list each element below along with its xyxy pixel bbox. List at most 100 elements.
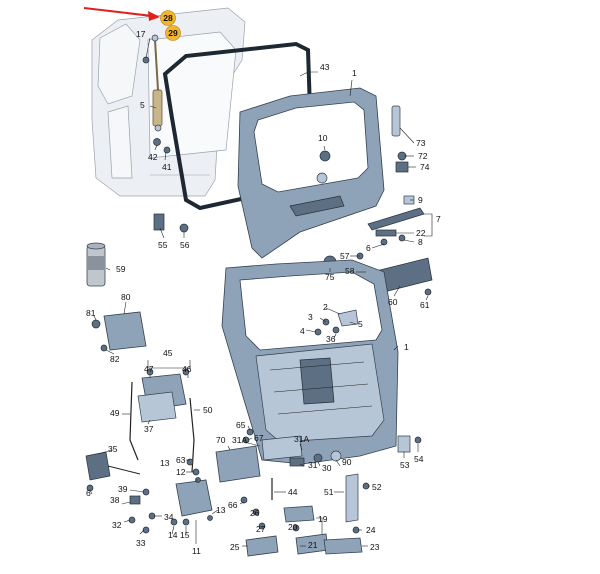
part-6b xyxy=(86,484,94,492)
label-66: 66 xyxy=(228,500,238,510)
label-80: 80 xyxy=(121,292,131,302)
label-49: 49 xyxy=(110,408,120,418)
handle-31a xyxy=(261,435,303,461)
label-65: 65 xyxy=(236,420,246,430)
part-46 xyxy=(182,368,190,376)
label-57: 57 xyxy=(340,251,350,261)
label-36: 36 xyxy=(326,334,336,344)
part-81 xyxy=(91,319,101,329)
label-10: 10 xyxy=(318,133,328,143)
label-81: 81 xyxy=(86,308,96,318)
label-54: 54 xyxy=(414,454,424,464)
part-51 xyxy=(345,473,359,523)
label-20: 20 xyxy=(288,522,298,532)
part-14 xyxy=(170,518,178,526)
part-53 xyxy=(397,435,411,453)
label-63: 63 xyxy=(176,455,186,465)
label-7: 7 xyxy=(436,214,441,224)
rod-49 xyxy=(129,381,139,461)
latch-35 xyxy=(85,451,111,481)
part-36 xyxy=(332,326,340,334)
cover-37 xyxy=(137,391,177,423)
part-65 xyxy=(246,428,254,436)
striker-23 xyxy=(323,537,363,555)
label-11: 11 xyxy=(192,546,201,556)
callout-29-label: 29 xyxy=(168,28,178,38)
label-5: 5 xyxy=(140,100,145,110)
tailgate-outer xyxy=(237,87,385,259)
label-17: 17 xyxy=(136,29,146,39)
label-32: 32 xyxy=(112,520,122,530)
lock-80 xyxy=(103,311,147,351)
part-8 xyxy=(398,234,406,242)
label-55: 55 xyxy=(158,240,168,250)
bracket-2 xyxy=(337,309,359,327)
label-51: 51 xyxy=(324,487,334,497)
label-13b: 13 xyxy=(216,505,226,515)
lock-11 xyxy=(175,479,213,517)
part-6 xyxy=(380,238,388,246)
hinge-25 xyxy=(245,535,279,557)
label-43: 43 xyxy=(320,62,330,72)
label-45: 45 xyxy=(163,348,173,358)
label-19: 19 xyxy=(318,514,328,524)
bulb-10 xyxy=(319,150,331,162)
label-52: 52 xyxy=(372,482,382,492)
bolt-42 xyxy=(153,138,161,146)
label-44: 44 xyxy=(288,487,298,497)
label-39: 39 xyxy=(118,484,128,494)
label-2: 2 xyxy=(323,302,328,312)
callout-28-label: 28 xyxy=(163,13,173,23)
trim-strip-7 xyxy=(367,207,425,231)
part-38 xyxy=(129,495,141,505)
label-14: 14 xyxy=(168,530,178,540)
part-labels: 1 43 17 5 42 41 10 73 72 74 9 7 22 8 6 5… xyxy=(86,29,441,556)
part-63 xyxy=(186,458,194,466)
part-82 xyxy=(100,344,108,352)
label-75: 75 xyxy=(325,272,335,282)
label-5b: 5 xyxy=(358,319,363,329)
label-37: 37 xyxy=(144,424,154,434)
label-6b: 6 xyxy=(86,488,91,498)
label-56: 56 xyxy=(180,240,190,250)
label-8: 8 xyxy=(418,237,423,247)
label-67: 67 xyxy=(254,433,264,443)
label-30: 30 xyxy=(322,463,332,473)
label-70: 70 xyxy=(216,435,226,445)
bolt-41 xyxy=(163,146,171,154)
hinge-top-73 xyxy=(391,105,401,137)
handle-70 xyxy=(215,445,261,483)
label-33: 33 xyxy=(136,538,146,548)
part-22 xyxy=(375,229,397,237)
screw-61 xyxy=(424,288,432,296)
label-59: 59 xyxy=(116,264,126,274)
label-41: 41 xyxy=(162,162,172,172)
part-33 xyxy=(142,526,150,534)
callout-28[interactable]: 28 xyxy=(160,10,176,26)
label-31: 31 xyxy=(308,460,318,470)
label-47: 47 xyxy=(144,364,154,374)
label-74: 74 xyxy=(420,162,430,172)
spray-can xyxy=(86,242,106,287)
label-1b: 1 xyxy=(404,342,409,352)
label-58: 58 xyxy=(345,266,355,276)
label-60: 60 xyxy=(388,297,398,307)
label-12: 12 xyxy=(176,467,186,477)
label-13a: 13 xyxy=(160,458,170,468)
part-74 xyxy=(395,161,409,173)
label-38: 38 xyxy=(110,495,120,505)
callout-29[interactable]: 29 xyxy=(165,25,181,41)
bolt-56 xyxy=(179,223,189,233)
part-13b xyxy=(207,515,213,521)
part-67 xyxy=(242,436,250,444)
hinge-19 xyxy=(283,505,315,523)
label-82: 82 xyxy=(110,354,120,364)
label-31a-1: 31A xyxy=(232,435,247,445)
label-3: 3 xyxy=(308,312,313,322)
label-27: 27 xyxy=(256,524,266,534)
label-90: 90 xyxy=(342,457,352,467)
part-15 xyxy=(182,518,190,526)
leader-lines xyxy=(89,37,433,547)
pointer-arrow xyxy=(83,7,160,21)
